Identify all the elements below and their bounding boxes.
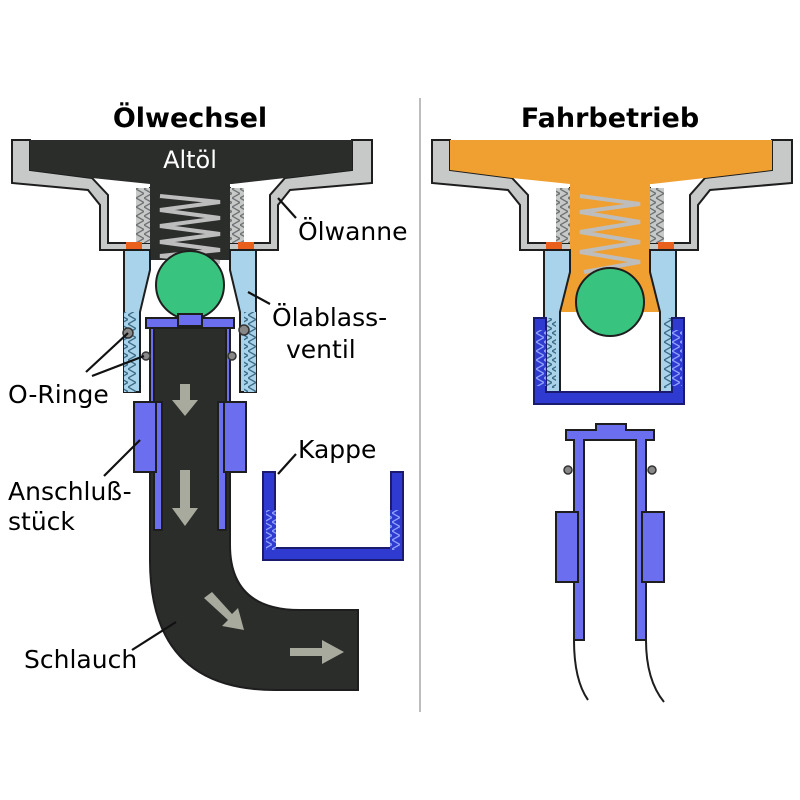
fresh-oil-right <box>450 140 772 184</box>
cap-thread-right-a <box>536 330 546 386</box>
cap-left <box>262 471 404 561</box>
title-left: Ölwechsel <box>113 101 267 134</box>
leader-kappe <box>277 453 297 475</box>
leader-oelwanne <box>277 197 297 219</box>
label-altoel: Altöl <box>163 146 217 174</box>
label-o-ringe: O-Ringe <box>8 380 109 409</box>
label-ventil-1: Ölablass- <box>272 303 387 332</box>
label-anschluss-2: stück <box>8 507 75 536</box>
cap-thread-right-b <box>672 330 682 386</box>
leader-schlauch <box>131 621 177 651</box>
hose-outline-right-a <box>573 639 589 701</box>
valve-thread-left <box>124 312 136 392</box>
valve-thread-right <box>244 312 256 392</box>
fitting-sleeve-left-b <box>223 401 247 473</box>
title-right: Fahrbetrieb <box>521 103 699 134</box>
seal-left-b <box>238 242 254 250</box>
o-ring-right-b <box>647 465 657 475</box>
valve-ball-right <box>575 267 645 337</box>
seal-left-a <box>126 242 142 250</box>
seal-right-b <box>658 242 674 250</box>
flow-arrow-2 <box>172 470 198 526</box>
label-oelwanne: Ölwanne <box>298 217 407 246</box>
housing-thread-left-a <box>136 188 150 243</box>
label-anschluss-1: Anschluß- <box>8 477 132 506</box>
cap-thread-left-a <box>266 510 276 550</box>
seal-right-a <box>546 242 562 250</box>
leader-o-ringe-b <box>91 354 145 378</box>
right-panel: Fahrbetrieb <box>431 103 793 703</box>
label-ventil-2: ventil <box>286 335 356 364</box>
hose-outline-right-b <box>645 639 665 703</box>
label-schlauch: Schlauch <box>24 645 137 674</box>
housing-thread-right-b <box>650 188 664 243</box>
left-panel: Ölwechsel Altöl Ölwanne Ölablass- ventil… <box>8 101 407 691</box>
flow-arrows <box>172 384 344 664</box>
leader-o-ringe-a <box>85 332 129 373</box>
fitting-sleeve-left-a <box>133 401 157 473</box>
label-kappe: Kappe <box>298 435 376 464</box>
o-ring-left-c <box>238 324 250 336</box>
valve-ball-left <box>155 250 225 320</box>
fitting-sleeve-right-b <box>641 511 665 583</box>
flow-arrow-1 <box>172 384 198 416</box>
o-ring-left-d <box>227 351 237 361</box>
housing-thread-left-b <box>230 188 244 243</box>
housing-thread-right-a <box>556 188 570 243</box>
o-ring-right-a <box>563 465 573 475</box>
hose-left <box>149 319 359 691</box>
fitting-right <box>565 423 655 641</box>
flow-arrow-4 <box>290 640 344 664</box>
leader-anschluss <box>103 439 141 477</box>
fitting-tip-left <box>177 313 203 327</box>
old-oil-left <box>30 140 352 184</box>
cap-thread-left-b <box>390 510 400 550</box>
fitting-sleeve-right-a <box>555 511 579 583</box>
leader-ventil <box>247 291 271 305</box>
flow-arrow-3 <box>204 592 244 630</box>
valve-spring-right <box>579 194 641 274</box>
